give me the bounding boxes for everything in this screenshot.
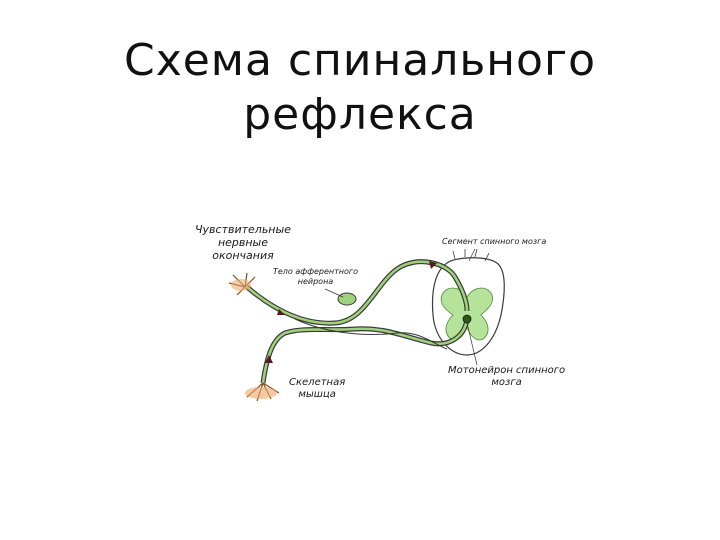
reflex-arc-diagram: Чувствительные нервные окончания Тело аф… (185, 215, 595, 415)
slide-title: Схема спинального рефлекса (0, 34, 720, 142)
skeletal-muscle (245, 382, 280, 402)
label-motoneuron-line-2: мозга (491, 377, 522, 388)
slide-title-line-1: Схема спинального (123, 35, 597, 86)
efferent-nerve-fiber-core (261, 318, 469, 384)
grey-matter (440, 287, 493, 341)
label-sensory-endings-line-2: нервные (217, 236, 269, 249)
label-sensory-endings-line-1: Чувствительные (195, 223, 291, 236)
reflex-arc-drawing (228, 248, 505, 402)
label-motoneuron: Мотонейрон спинного мозга (448, 365, 565, 389)
label-skeletal-muscle: Скелетная мышца (289, 377, 345, 401)
sensory-receptor (228, 272, 256, 296)
slide-title-line-2: рефлекса (243, 89, 477, 140)
label-afferent-line-2: нейрона (297, 277, 334, 286)
label-muscle-line-2: мышца (298, 389, 336, 400)
label-muscle-line-1: Скелетная (289, 377, 346, 388)
label-motoneuron-line-1: Мотонейрон спинного (448, 365, 566, 376)
spinal-ganglion (337, 292, 357, 306)
dorsal-rootlets (452, 248, 490, 262)
arrow-afferent-2 (429, 261, 437, 269)
leader-segment (468, 248, 476, 262)
afferent-nerve-fiber-core (246, 260, 469, 325)
motoneuron-body (462, 314, 472, 324)
label-spinal-segment: Сегмент спинного мозга (442, 237, 547, 246)
label-sensory-endings: Чувствительные нервные окончания (195, 223, 291, 262)
label-afferent-neuron-body: Тело афферентного нейрона (273, 267, 358, 287)
arrow-efferent (265, 355, 273, 363)
leader-motoneuron (466, 322, 478, 366)
nerve-sheath (294, 318, 448, 350)
leader-afferent-body (324, 288, 344, 298)
label-afferent-line-1: Тело афферентного (273, 267, 358, 276)
arrow-afferent-1 (277, 309, 285, 315)
label-sensory-endings-line-3: окончания (212, 249, 274, 262)
